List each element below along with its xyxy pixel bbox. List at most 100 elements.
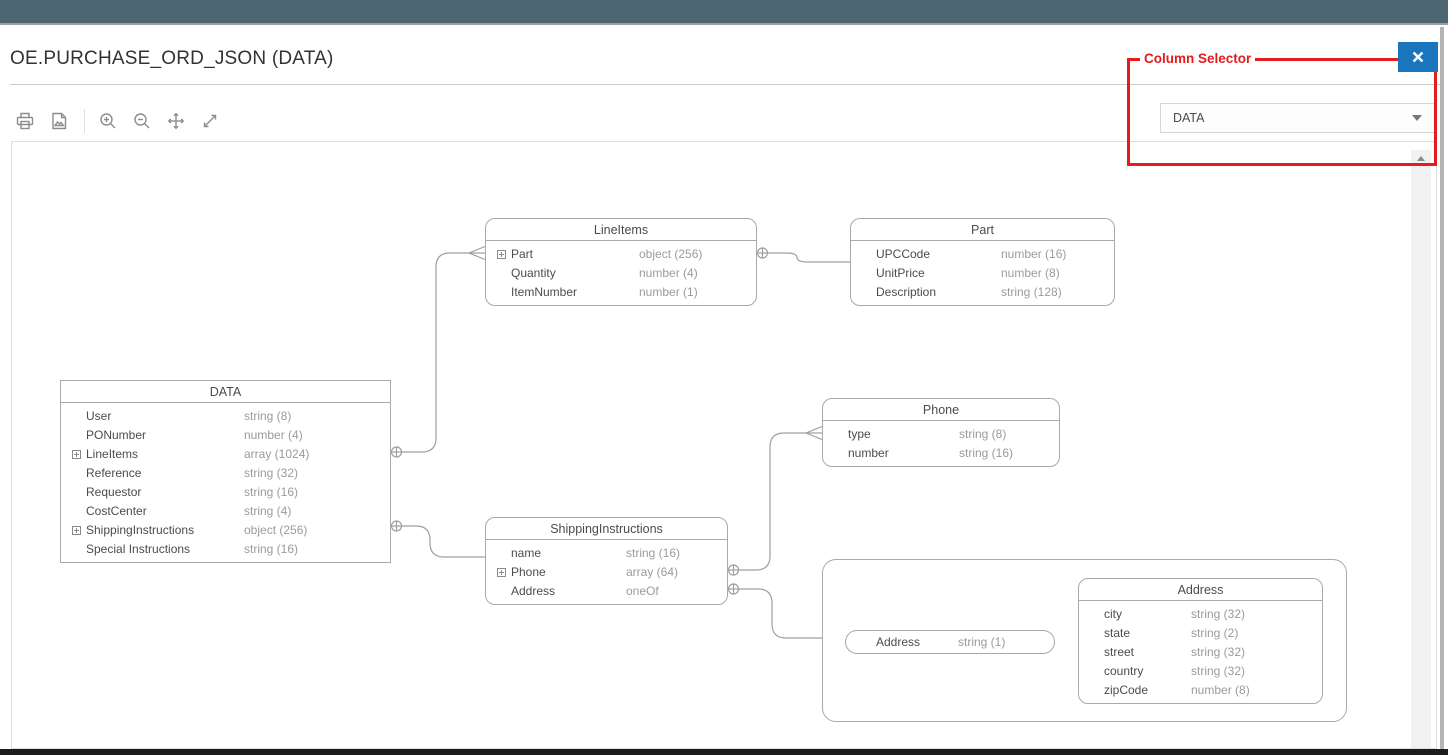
field-type: string (16) xyxy=(244,542,299,556)
entity-title: Part xyxy=(851,219,1114,241)
fit-to-window-icon[interactable] xyxy=(199,110,221,132)
field-name: UnitPrice xyxy=(876,266,925,280)
entity-part[interactable]: Part UPCCode number (16) UnitPrice number … xyxy=(850,218,1115,306)
expand-icon[interactable] xyxy=(497,568,506,577)
field-type: string (1) xyxy=(958,635,1006,649)
field-type: array (64) xyxy=(626,565,679,579)
page-title: OE.PURCHASE_ORD_JSON (DATA) xyxy=(10,48,334,69)
entity-field-row: Quantity number (4) xyxy=(486,264,756,283)
entity-phone[interactable]: Phone type string (8) number string (16) xyxy=(822,398,1060,467)
field-name: User xyxy=(86,409,112,423)
expand-icon[interactable] xyxy=(72,450,81,459)
field-type: string (32) xyxy=(1191,607,1246,621)
field-type: string (32) xyxy=(1191,664,1246,678)
field-name: Reference xyxy=(86,466,142,480)
entity-field-row: Reference string (32) xyxy=(61,464,390,483)
field-name: PONumber xyxy=(86,428,147,442)
expand-icon[interactable] xyxy=(72,526,81,535)
field-type: oneOf xyxy=(626,584,659,598)
entity-field-row: country string (32) xyxy=(1079,662,1322,681)
field-name: Requestor xyxy=(86,485,142,499)
field-name: Phone xyxy=(511,565,546,579)
toolbar-separator xyxy=(84,109,85,133)
field-type: string (8) xyxy=(959,427,1007,441)
field-type: string (32) xyxy=(1191,645,1246,659)
field-type: object (256) xyxy=(639,247,703,261)
entity-title: Address xyxy=(1079,579,1322,601)
field-type: number (8) xyxy=(1191,683,1250,697)
field-name: number xyxy=(848,446,889,460)
field-type: string (32) xyxy=(244,466,299,480)
entity-field-row: UPCCode number (16) xyxy=(851,245,1114,264)
field-name: type xyxy=(848,427,871,441)
entity-title: LineItems xyxy=(486,219,756,241)
field-type: string (2) xyxy=(1191,626,1239,640)
window-bottom-border xyxy=(0,749,1448,755)
scrollbar-up-button[interactable] xyxy=(1411,150,1431,167)
close-icon xyxy=(1412,51,1424,63)
entity-field-row: Requestor string (16) xyxy=(61,483,390,502)
field-type: string (128) xyxy=(1001,285,1062,299)
field-name: CostCenter xyxy=(86,504,147,518)
window-chrome-bar xyxy=(0,0,1448,25)
entity-field-row: street string (32) xyxy=(1079,643,1322,662)
entity-title: ShippingInstructions xyxy=(486,518,727,540)
zoom-out-icon[interactable] xyxy=(131,110,153,132)
annotation-label: Column Selector xyxy=(1140,51,1256,66)
field-name: UPCCode xyxy=(876,247,931,261)
field-type: number (1) xyxy=(639,285,698,299)
field-name: name xyxy=(511,546,542,560)
field-type: string (4) xyxy=(244,504,292,518)
entity-shippinginstructions[interactable]: ShippingInstructions name string (16) Pho… xyxy=(485,517,728,605)
entity-field-row: LineItems array (1024) xyxy=(61,445,390,464)
field-type: object (256) xyxy=(244,523,308,537)
field-type: number (8) xyxy=(1001,266,1060,280)
window-right-border xyxy=(1440,27,1444,749)
field-name: ShippingInstructions xyxy=(86,523,195,537)
entity-field-row: number string (16) xyxy=(823,444,1059,463)
chevron-down-icon xyxy=(1412,115,1422,121)
field-name: Quantity xyxy=(511,266,556,280)
field-type: array (1024) xyxy=(244,447,310,461)
vertical-scrollbar[interactable] xyxy=(1411,150,1431,748)
field-name: LineItems xyxy=(86,447,139,461)
title-divider xyxy=(10,84,1440,85)
column-selector-dropdown[interactable]: DATA xyxy=(1160,103,1435,133)
dropdown-selected-value: DATA xyxy=(1173,111,1205,125)
entity-field-row: type string (8) xyxy=(823,425,1059,444)
expand-icon[interactable] xyxy=(497,250,506,259)
field-type: number (4) xyxy=(639,266,698,280)
entity-field-row: name string (16) xyxy=(486,544,727,563)
field-name: ItemNumber xyxy=(511,285,578,299)
field-type: number (16) xyxy=(1001,247,1067,261)
entity-field-row: ItemNumber number (1) xyxy=(486,283,756,302)
export-image-icon[interactable] xyxy=(48,110,70,132)
field-type: string (16) xyxy=(959,446,1014,460)
pan-icon[interactable] xyxy=(165,110,187,132)
field-name: country xyxy=(1104,664,1144,678)
entity-field-row: Phone array (64) xyxy=(486,563,727,582)
field-type: string (16) xyxy=(626,546,681,560)
field-name: street xyxy=(1104,645,1135,659)
address-scalar-pill[interactable]: Address string (1) xyxy=(845,630,1055,654)
entity-title: Phone xyxy=(823,399,1059,421)
entity-field-row: PONumber number (4) xyxy=(61,426,390,445)
field-type: number (4) xyxy=(244,428,303,442)
zoom-in-icon[interactable] xyxy=(97,110,119,132)
entity-field-row: ShippingInstructions object (256) xyxy=(61,521,390,540)
close-button[interactable] xyxy=(1398,42,1438,72)
print-icon[interactable] xyxy=(14,110,36,132)
entity-field-row: CostCenter string (4) xyxy=(61,502,390,521)
field-type: string (16) xyxy=(244,485,299,499)
